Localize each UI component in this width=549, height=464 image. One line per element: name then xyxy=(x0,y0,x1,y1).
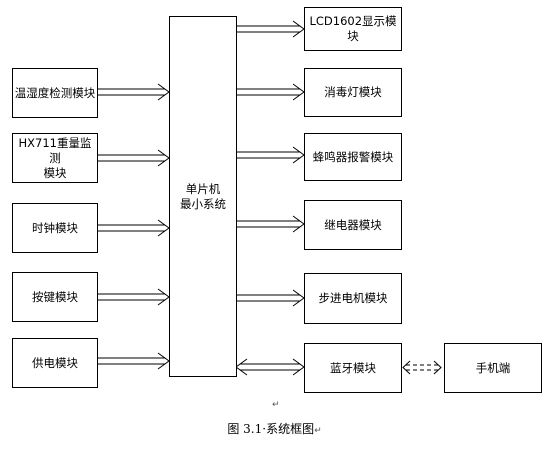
power-supply-module: 供电模块 xyxy=(12,338,98,388)
weight-label-line2: 模块 xyxy=(43,165,67,180)
arrow-mcu-to-buzzer xyxy=(236,146,305,164)
phone-terminal-block: 手机端 xyxy=(444,343,542,393)
keys-module: 按键模块 xyxy=(12,272,98,322)
mcu-label-line2: 最小系统 xyxy=(180,196,226,211)
arrow-keys-to-mcu xyxy=(98,288,170,306)
caption-paragraph-mark: ↵ xyxy=(314,426,322,436)
power-label: 供电模块 xyxy=(32,355,78,370)
mcu-minimum-system-block: 单片机 最小系统 xyxy=(169,16,237,377)
lcd1602-display-module: LCD1602显示模块 xyxy=(304,7,402,51)
arrow-power-to-mcu xyxy=(98,352,170,370)
bluetooth-module: 蓝牙模块 xyxy=(304,343,402,393)
lcd-label: LCD1602显示模块 xyxy=(309,14,397,43)
weight-label-line1: HX711重量监测 xyxy=(18,135,92,165)
figure-caption: 图 3.1·系统框图↵ xyxy=(0,420,549,437)
clock-module: 时钟模块 xyxy=(12,203,98,253)
stepper-motor-module: 步进电机模块 xyxy=(304,273,402,324)
keys-label: 按键模块 xyxy=(32,289,78,304)
arrow-mcu-to-stepper xyxy=(236,289,305,307)
arrow-temp-to-mcu xyxy=(98,83,170,101)
clock-label: 时钟模块 xyxy=(32,220,78,235)
paragraph-mark: ↵ xyxy=(272,400,280,410)
relay-label: 继电器模块 xyxy=(324,217,382,232)
temperature-humidity-label: 温湿度检测模块 xyxy=(14,85,96,100)
arrow-mcu-to-uv-lamp xyxy=(236,83,305,101)
arrow-mcu-bluetooth-bidirectional xyxy=(235,358,305,376)
arrow-weight-to-mcu xyxy=(98,149,170,167)
uv-disinfection-lamp-module: 消毒灯模块 xyxy=(304,68,402,117)
stepper-label: 步进电机模块 xyxy=(318,291,388,305)
bluetooth-label: 蓝牙模块 xyxy=(330,360,376,375)
phone-label: 手机端 xyxy=(475,360,511,375)
figure-caption-text: 图 3.1·系统框图 xyxy=(227,422,315,436)
arrow-mcu-to-lcd xyxy=(236,20,305,38)
arrow-bluetooth-phone-wireless xyxy=(402,360,442,375)
buzzer-label: 蜂鸣器报警模块 xyxy=(312,149,394,164)
buzzer-alarm-module: 蜂鸣器报警模块 xyxy=(304,133,402,181)
arrow-clock-to-mcu xyxy=(98,219,170,237)
relay-module: 继电器模块 xyxy=(304,200,402,250)
hx711-weight-module: HX711重量监测 模块 xyxy=(12,133,98,183)
mcu-label-line1: 单片机 xyxy=(185,181,221,196)
arrow-mcu-to-relay xyxy=(236,215,305,233)
temperature-humidity-module: 温湿度检测模块 xyxy=(12,68,98,118)
uv-lamp-label: 消毒灯模块 xyxy=(324,85,382,99)
